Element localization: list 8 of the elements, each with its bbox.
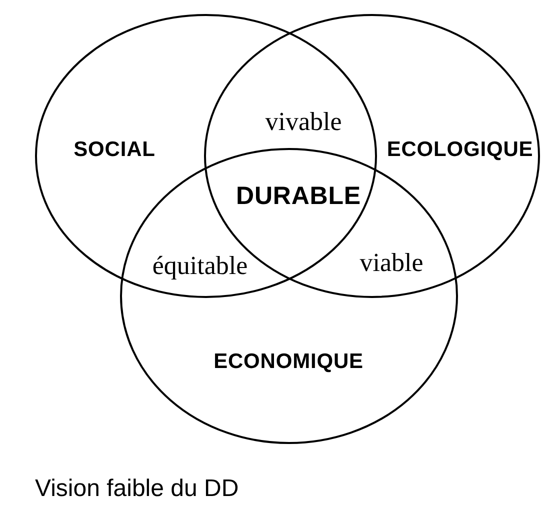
set-label: ECOLOGIQUE bbox=[386, 139, 534, 160]
overlap-label: vivable bbox=[265, 109, 342, 136]
caption: Vision faible du DD bbox=[35, 476, 239, 501]
center-label: DURABLE bbox=[236, 184, 362, 209]
overlap-label: viable bbox=[360, 250, 424, 276]
set-label: SOCIAL bbox=[74, 139, 156, 160]
overlap-label: équitable bbox=[152, 253, 248, 280]
set-label: ECONOMIQUE bbox=[214, 351, 364, 372]
